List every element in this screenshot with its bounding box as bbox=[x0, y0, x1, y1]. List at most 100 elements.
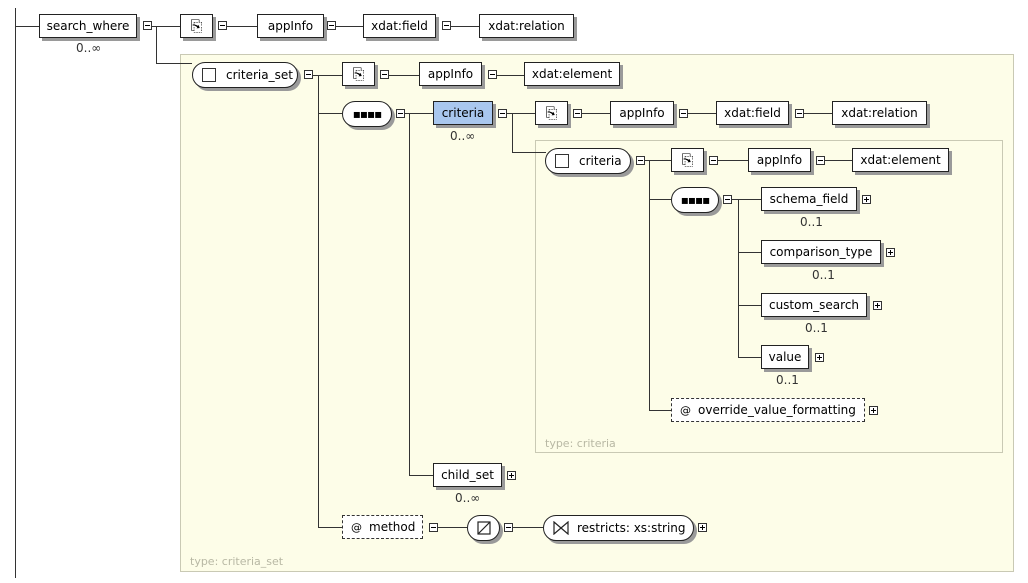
criteria-set-label: criteria_set bbox=[226, 68, 293, 82]
override-value-formatting-attribute[interactable]: @ override_value_formatting bbox=[671, 398, 865, 422]
override-value-formatting-expand-toggle[interactable] bbox=[869, 406, 878, 415]
connector bbox=[738, 199, 739, 357]
xdat-relation-label: xdat:relation bbox=[488, 19, 565, 33]
method-label: method bbox=[369, 520, 416, 534]
criteria-set-type-label: type: criteria_set bbox=[190, 555, 284, 568]
comparison-type-cardinality: 0..1 bbox=[812, 268, 835, 282]
annotation-node[interactable]: ⎘ bbox=[671, 148, 704, 172]
appinfo-node[interactable]: appInfo bbox=[748, 148, 811, 172]
method-collapse-toggle[interactable] bbox=[429, 523, 438, 532]
simple-type-collapse-toggle[interactable] bbox=[504, 523, 513, 532]
search-where-collapse-toggle[interactable] bbox=[143, 21, 152, 30]
annotation-node[interactable]: ⎘ bbox=[342, 62, 375, 86]
sequence-collapse-toggle[interactable] bbox=[396, 109, 405, 118]
child-set-expand-toggle[interactable] bbox=[507, 471, 516, 480]
connector bbox=[512, 152, 546, 153]
connector bbox=[409, 475, 433, 476]
schema-field-expand-toggle[interactable] bbox=[862, 195, 871, 204]
connector bbox=[804, 113, 832, 114]
xdat-field-label: xdat:field bbox=[724, 106, 781, 120]
connector bbox=[227, 26, 257, 27]
attribute-icon: @ bbox=[680, 403, 691, 417]
search-where-node[interactable]: search_where bbox=[39, 14, 137, 38]
connector bbox=[318, 113, 342, 114]
attribute-icon: @ bbox=[351, 520, 362, 534]
connector bbox=[389, 75, 419, 76]
appinfo-collapse-toggle[interactable] bbox=[679, 109, 688, 118]
connector bbox=[156, 63, 192, 64]
appinfo-collapse-toggle[interactable] bbox=[327, 21, 336, 30]
criteria-type-node[interactable]: criteria bbox=[545, 148, 631, 174]
schema-field-cardinality: 0..1 bbox=[800, 215, 823, 229]
value-expand-toggle[interactable] bbox=[815, 353, 824, 362]
connector bbox=[318, 75, 319, 527]
comparison-type-expand-toggle[interactable] bbox=[886, 248, 895, 257]
connector bbox=[582, 113, 610, 114]
connector bbox=[649, 160, 650, 410]
custom-search-node[interactable]: custom_search bbox=[761, 293, 867, 317]
annotation-collapse-toggle[interactable] bbox=[380, 70, 389, 79]
child-set-node[interactable]: child_set bbox=[433, 463, 502, 487]
schema-field-node[interactable]: schema_field bbox=[761, 187, 857, 211]
complex-type-icon bbox=[555, 154, 569, 168]
paperclip-icon: ⎘ bbox=[681, 151, 694, 169]
comparison-type-node[interactable]: comparison_type bbox=[761, 240, 881, 264]
connector bbox=[405, 113, 433, 114]
annotation-node[interactable]: ⎘ bbox=[535, 101, 568, 125]
method-attribute[interactable]: @ method bbox=[342, 515, 423, 539]
complex-type-icon bbox=[202, 68, 216, 82]
xdat-element-node[interactable]: xdat:element bbox=[852, 148, 949, 172]
annotation-collapse-toggle[interactable] bbox=[573, 109, 582, 118]
xdat-field-node[interactable]: xdat:field bbox=[716, 101, 789, 125]
restriction-expand-toggle[interactable] bbox=[698, 523, 707, 532]
xdat-field-node[interactable]: xdat:field bbox=[363, 14, 436, 38]
simple-type-node[interactable] bbox=[467, 515, 500, 541]
sequence-compositor-node[interactable]: ▪▪▪▪ bbox=[342, 101, 392, 127]
connector bbox=[451, 26, 479, 27]
connector bbox=[313, 75, 343, 76]
restriction-node[interactable]: restricts: xs:string bbox=[543, 515, 694, 541]
sequence-compositor-node[interactable]: ▪▪▪▪ bbox=[671, 187, 719, 213]
connector bbox=[438, 527, 467, 528]
xdat-field-label: xdat:field bbox=[371, 19, 428, 33]
xdat-field-collapse-toggle[interactable] bbox=[795, 109, 804, 118]
xdat-element-label: xdat:element bbox=[531, 67, 613, 81]
xdat-relation-label: xdat:relation bbox=[841, 106, 918, 120]
xdat-relation-node[interactable]: xdat:relation bbox=[832, 101, 927, 125]
appinfo-node[interactable]: appInfo bbox=[419, 62, 482, 86]
appinfo-node[interactable]: appInfo bbox=[610, 101, 674, 125]
criteria-set-node[interactable]: criteria_set bbox=[192, 62, 298, 88]
annotation-node[interactable]: ⎘ bbox=[180, 14, 213, 38]
schema-field-label: schema_field bbox=[769, 192, 849, 206]
custom-search-expand-toggle[interactable] bbox=[873, 301, 882, 310]
connector bbox=[825, 160, 852, 161]
xdat-field-collapse-toggle[interactable] bbox=[442, 21, 451, 30]
appinfo-label: appInfo bbox=[756, 153, 803, 167]
annotation-collapse-toggle[interactable] bbox=[218, 21, 227, 30]
xdat-relation-node[interactable]: xdat:relation bbox=[479, 14, 574, 38]
override-value-formatting-label: override_value_formatting bbox=[698, 403, 856, 417]
restriction-label: restricts: xs:string bbox=[577, 521, 686, 535]
criteria-collapse-toggle[interactable] bbox=[498, 109, 507, 118]
paperclip-icon: ⎘ bbox=[352, 65, 365, 83]
xdat-element-label: xdat:element bbox=[860, 153, 941, 167]
appinfo-collapse-toggle[interactable] bbox=[816, 156, 825, 165]
connector bbox=[513, 527, 543, 528]
annotation-collapse-toggle[interactable] bbox=[709, 156, 718, 165]
value-node[interactable]: value bbox=[761, 345, 809, 369]
criteria-type-collapse-toggle[interactable] bbox=[636, 156, 645, 165]
custom-search-cardinality: 0..1 bbox=[805, 321, 828, 335]
criteria-cardinality: 0..∞ bbox=[450, 129, 476, 143]
appinfo-label: appInfo bbox=[619, 106, 665, 120]
simple-type-icon bbox=[476, 521, 491, 535]
sequence-collapse-toggle[interactable] bbox=[723, 195, 732, 204]
restriction-icon bbox=[553, 521, 569, 535]
criteria-set-collapse-toggle[interactable] bbox=[304, 70, 313, 79]
criteria-element-label: criteria bbox=[441, 106, 485, 120]
xdat-element-node[interactable]: xdat:element bbox=[524, 62, 620, 86]
criteria-element-node[interactable]: criteria bbox=[433, 101, 493, 125]
appinfo-label: appInfo bbox=[427, 67, 474, 81]
appinfo-collapse-toggle[interactable] bbox=[488, 70, 497, 79]
criteria-type-label-text: criteria bbox=[579, 154, 622, 168]
appinfo-node[interactable]: appInfo bbox=[257, 14, 324, 38]
